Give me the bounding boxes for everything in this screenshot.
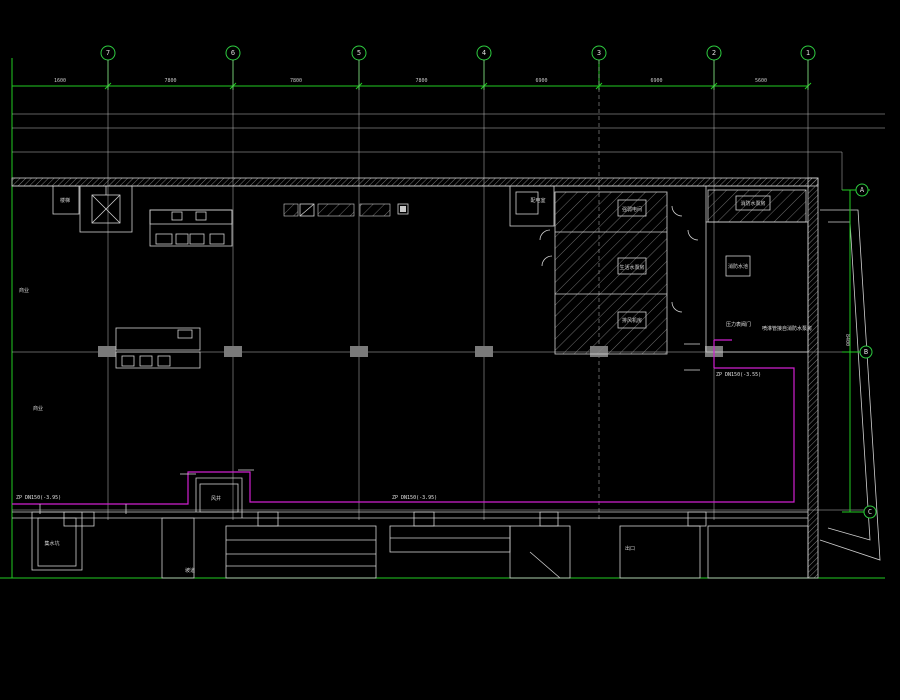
pipe-label-mid: ZP DN150(-3.95) <box>392 495 437 501</box>
top-dimension-2: 7800 <box>290 78 302 84</box>
axis-3-tick <box>595 82 603 90</box>
top-dimension-4: 6900 <box>535 78 547 84</box>
pipe-label-right: ZP DN150(-3.55) <box>716 372 761 378</box>
valve-symbols <box>39 343 700 514</box>
right-axis-markers: A B C 8400 <box>842 183 877 519</box>
top-dimension-0: 1600 <box>54 78 66 84</box>
axis-6-label: 6 <box>231 49 235 57</box>
service-rooms <box>509 185 809 355</box>
outer-walls <box>11 177 881 579</box>
room-label-bottom: 坡道 <box>185 567 195 574</box>
axis-2-label: 2 <box>712 49 716 57</box>
equipment-row <box>283 203 409 217</box>
axis-5-label: 5 <box>357 49 361 57</box>
room-labels: 楼梯 配电室 强弱电间 生活水泵房 排风机房 消防水泵房 消防水池 商业 商业 … <box>19 197 766 574</box>
room-label-exit: 出口 <box>625 545 635 552</box>
axis-B-circle <box>859 345 873 359</box>
room-label-left-1: 商业 <box>19 287 29 294</box>
pipe-label-left: ZP DN150(-3.95) <box>16 495 61 501</box>
right-dimension: 8400 <box>844 334 850 346</box>
top-dimension-1: 7800 <box>164 78 176 84</box>
room-label-hatched-2: 生活水泵房 <box>619 264 644 271</box>
bottom-structures <box>31 477 809 579</box>
elevator-area <box>52 185 133 233</box>
axis-A-circle <box>855 183 869 197</box>
room-label-hatched-1: 强弱电间 <box>622 206 642 213</box>
top-dimensions: 1600 7800 7800 7800 6900 6900 5600 <box>54 78 767 84</box>
axis-7-label: 7 <box>106 49 110 57</box>
axis-B-label: B <box>864 348 868 356</box>
grid-lines <box>12 60 885 520</box>
axis-1-label: 1 <box>806 49 810 57</box>
room-label-right: 消防水池 <box>728 263 748 270</box>
room-label-hatched-3: 排风机房 <box>622 317 642 324</box>
room-label-well: 集水坑 <box>44 540 59 547</box>
valve-note: 压力表阀门 <box>726 321 751 328</box>
axis-C-label: C <box>868 508 872 516</box>
axis-3-label: 3 <box>597 49 601 57</box>
furniture-middle <box>115 327 201 369</box>
top-dimension-3: 7800 <box>415 78 427 84</box>
axis-C-circle <box>863 505 877 519</box>
axis-lines <box>0 58 885 579</box>
pipe-labels: ZP DN150(-3.95) ZP DN150(-3.95) ZP DN150… <box>16 321 812 501</box>
room-label-top-right: 消防水泵房 <box>740 200 765 207</box>
axis-A-label: A <box>860 186 865 194</box>
furniture-top <box>149 209 233 247</box>
room-label-shaft: 风井 <box>211 495 221 502</box>
room-label-electric: 配电室 <box>530 197 545 204</box>
top-dimension-6: 5600 <box>755 78 767 84</box>
room-label-left-2: 商业 <box>33 405 43 412</box>
top-dimension-5: 6900 <box>650 78 662 84</box>
room-label-stair: 楼梯 <box>60 197 70 204</box>
axis-4-label: 4 <box>482 49 486 57</box>
sprinkler-pipe <box>12 339 795 505</box>
top-axis-markers: 7 6 5 4 3 2 1 <box>100 45 816 90</box>
pipe-source-note: 喷淋管接自消防水泵房 <box>762 325 812 332</box>
